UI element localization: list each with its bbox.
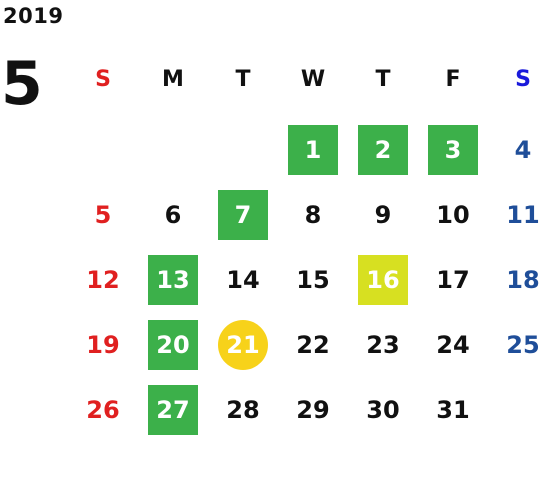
day-cell-18[interactable]: 18: [506, 266, 540, 294]
day-cell-20[interactable]: 20: [148, 320, 198, 370]
day-cell-8[interactable]: 8: [304, 201, 322, 229]
day-cell-24[interactable]: 24: [436, 331, 470, 359]
year-label: 2019: [3, 4, 64, 28]
weekday-header-wed: W: [300, 67, 326, 92]
day-cell-15[interactable]: 15: [296, 266, 330, 294]
day-cell-11[interactable]: 11: [506, 201, 540, 229]
day-cell-25[interactable]: 25: [506, 331, 540, 359]
day-cell-26[interactable]: 26: [86, 396, 120, 424]
day-cell-4[interactable]: 4: [514, 136, 532, 164]
day-cell-2[interactable]: 2: [358, 125, 408, 175]
day-cell-30[interactable]: 30: [366, 396, 400, 424]
day-cell-16[interactable]: 16: [358, 255, 408, 305]
day-cell-1[interactable]: 1: [288, 125, 338, 175]
day-cell-29[interactable]: 29: [296, 396, 330, 424]
weekday-header-sun: S: [95, 67, 111, 92]
weekday-header-sat: S: [515, 67, 531, 92]
day-cell-14[interactable]: 14: [226, 266, 260, 294]
day-cell-5[interactable]: 5: [94, 201, 112, 229]
day-cell-9[interactable]: 9: [374, 201, 392, 229]
day-cell-19[interactable]: 19: [86, 331, 120, 359]
weekday-header-tue: T: [235, 67, 251, 92]
day-cell-21[interactable]: 21: [218, 320, 268, 370]
day-cell-13[interactable]: 13: [148, 255, 198, 305]
day-cell-28[interactable]: 28: [226, 396, 260, 424]
day-cell-10[interactable]: 10: [436, 201, 470, 229]
day-cell-17[interactable]: 17: [436, 266, 470, 294]
day-cell-22[interactable]: 22: [296, 331, 330, 359]
weekday-header-thu: T: [375, 67, 391, 92]
day-cell-23[interactable]: 23: [366, 331, 400, 359]
month-label: 5: [1, 49, 43, 119]
day-cell-31[interactable]: 31: [436, 396, 470, 424]
weekday-header-mon: M: [162, 67, 184, 92]
day-cell-3[interactable]: 3: [428, 125, 478, 175]
day-cell-12[interactable]: 12: [86, 266, 120, 294]
day-cell-7[interactable]: 7: [218, 190, 268, 240]
day-cell-6[interactable]: 6: [164, 201, 182, 229]
day-cell-27[interactable]: 27: [148, 385, 198, 435]
weekday-header-fri: F: [445, 67, 461, 92]
